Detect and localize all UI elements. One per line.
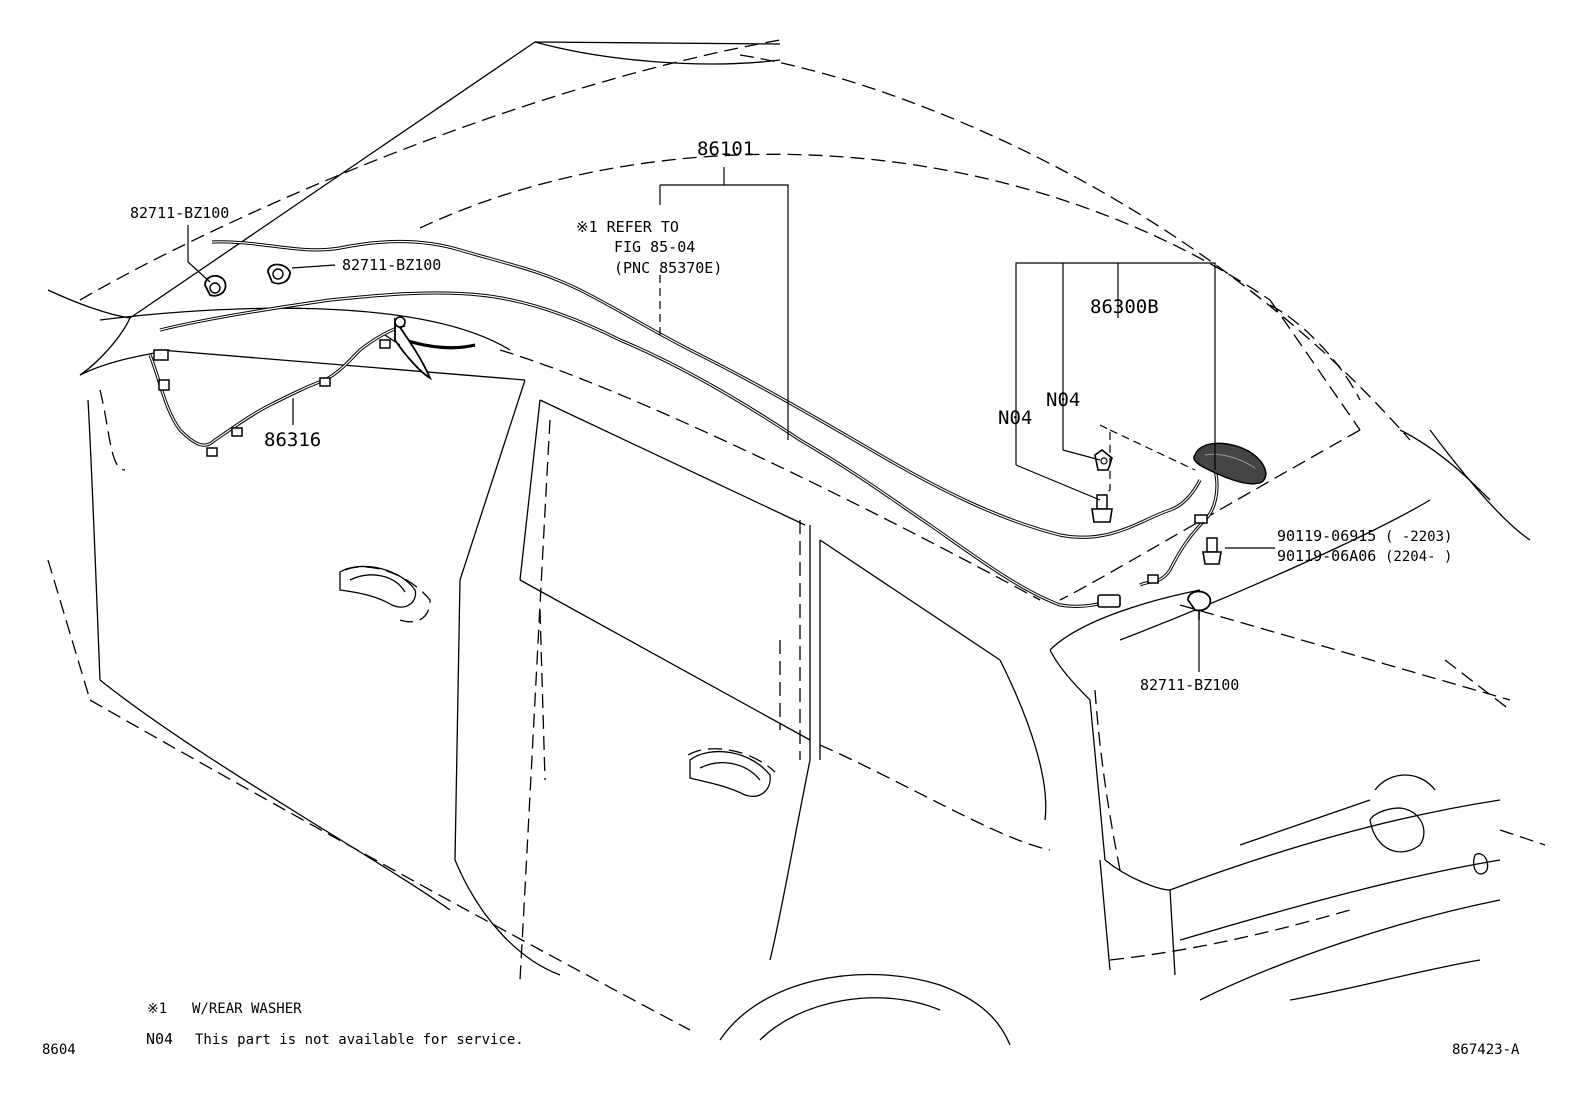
refer-note-line3: (PNC 85370E) [614,259,722,277]
bolt-icon [1202,537,1222,565]
wire-harness-86316 [148,323,476,447]
part-number-82711-upper: 82711-BZ100 [130,204,229,222]
part-number-82711-lower: 82711-BZ100 [1140,676,1239,694]
n04-label-upper: N04 [1046,389,1080,411]
bolt-part-number-b: 90119-06A06 [1277,547,1376,565]
refer-note-line2: FIG 85-04 [614,238,695,256]
footnotes: ※1 W/REAR WASHER N04 This part is not av… [42,1001,1520,1058]
clip-icon [267,263,291,285]
part-number-82711-middle: 82711-BZ100 [342,256,441,274]
hidden-body-lines [47,39,1546,1031]
connector-icon [153,339,1208,608]
antenna-cable [1139,469,1219,587]
footnote-n04-mark: N04 [146,1030,173,1048]
bolt-part-number-a: 90119-06915 [1277,527,1376,545]
bolt-range-a: ( -2203) [1385,529,1452,545]
refer-note-line1: ※1 REFER TO [576,218,679,236]
part-labels: 86101 ※1 REFER TO FIG 85-04 (PNC 85370E)… [130,138,1452,694]
leader-lines [187,167,1275,672]
clip-icon [204,275,227,297]
figure-code: 867423-A [1452,1042,1520,1058]
footnote-n04-text: This part is not available for service. [195,1032,524,1048]
part-number-86101: 86101 [697,138,754,160]
part-number-86316: 86316 [264,429,321,451]
wire-harness-86101 [159,239,1202,608]
clip-icon [1187,590,1212,620]
washer-nozzle-assembly [384,316,432,381]
page-code: 8604 [42,1042,76,1058]
antenna-icon [1193,442,1267,485]
n04-label-lower: N04 [998,407,1032,429]
footnote-1-text: W/REAR WASHER [192,1001,302,1017]
bolt-icon [1091,494,1113,523]
part-number-86300b: 86300B [1090,296,1159,318]
footnote-1-mark: ※1 [147,1001,167,1017]
bolt-range-b: (2204- ) [1385,549,1452,565]
